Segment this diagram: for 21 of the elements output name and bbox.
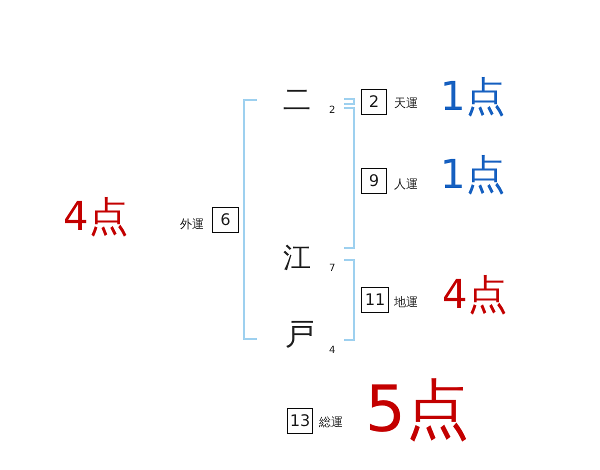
score-text: 1点 (440, 77, 506, 117)
number-box: 6 (212, 207, 239, 233)
fortune-label: 地運 (394, 296, 418, 308)
stroke-count: 4 (329, 346, 336, 356)
kanji-character: 江 (283, 244, 311, 272)
kanji-character: 二 (283, 86, 311, 114)
number-box: 2 (361, 89, 387, 115)
fortune-label: 天運 (394, 97, 418, 109)
score-text: 1点 (440, 155, 506, 195)
kanji-character: 戸 (285, 320, 315, 350)
fortune-label: 人運 (394, 178, 418, 190)
number-box: 9 (361, 168, 387, 194)
score-text: 4点 (63, 197, 128, 237)
fortune-label: 総運 (319, 416, 343, 428)
number-box: 13 (287, 408, 313, 434)
stroke-count: 7 (329, 264, 336, 274)
stroke-count: 2 (329, 106, 336, 116)
score-text: 4点 (442, 275, 508, 315)
number-box: 11 (361, 287, 389, 313)
fortune-label: 外運 (180, 218, 204, 230)
score-text: 5点 (365, 378, 470, 442)
